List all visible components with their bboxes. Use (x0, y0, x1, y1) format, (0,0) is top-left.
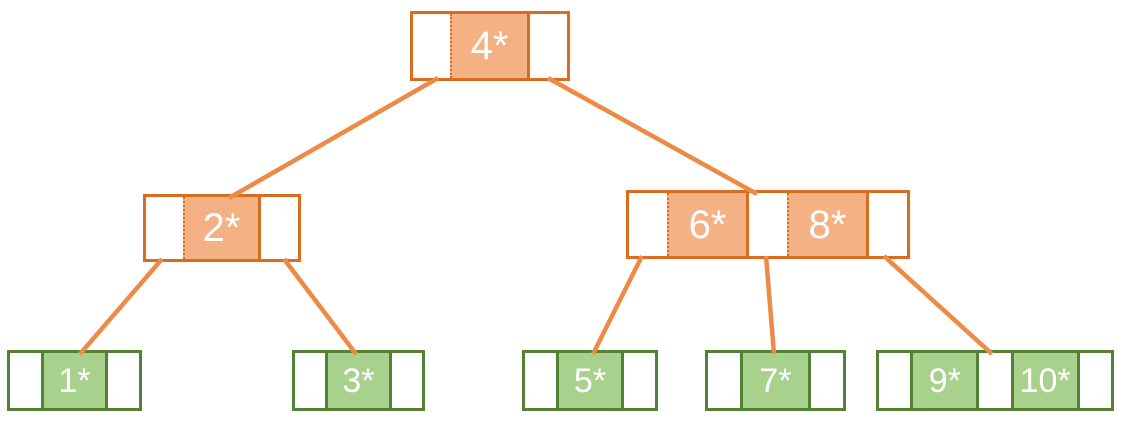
pointer-cell (530, 14, 567, 78)
key-label: 7* (759, 361, 792, 400)
pointer-cell (869, 193, 907, 256)
tree-node-leaf5: 5* (522, 350, 658, 411)
key-cell: 3* (325, 353, 392, 408)
pointer-cell (1080, 353, 1111, 408)
key-label: 6* (688, 202, 727, 247)
key-label: 1* (58, 361, 91, 400)
key-label: 10* (1019, 361, 1071, 400)
pointer-cell (979, 353, 1010, 408)
key-cell: 1* (40, 353, 109, 408)
tree-node-leaf9_10: 9* 10* (876, 350, 1114, 411)
pointer-cell (749, 193, 787, 256)
key-label: 2* (202, 206, 241, 250)
key-label: 5* (573, 361, 607, 400)
key-cell: 5* (556, 353, 624, 408)
pointer-cell (392, 353, 422, 408)
key-cell: 2* (182, 197, 262, 259)
key-cell: 10* (1010, 353, 1080, 408)
key-label: 9* (928, 361, 961, 400)
tree-node-root: 4* (410, 11, 570, 81)
key-cell: 7* (740, 353, 811, 408)
pointer-cell (624, 353, 655, 408)
pointer-cell (708, 353, 740, 408)
key-label: 4* (470, 24, 509, 68)
pointer-cell (108, 353, 139, 408)
key-cell: 8* (787, 193, 869, 256)
tree-node-leaf7: 7* (705, 350, 846, 411)
tree-node-leaf3: 3* (292, 350, 425, 411)
pointer-cell (879, 353, 910, 408)
key-label: 3* (342, 361, 375, 400)
key-label: 8* (808, 202, 847, 247)
pointer-cell (525, 353, 556, 408)
pointer-cell (10, 353, 41, 408)
pointer-cell (261, 197, 298, 259)
tree-node-n2: 2* (143, 194, 301, 262)
pointer-cell (629, 193, 667, 256)
key-cell: 9* (910, 353, 980, 408)
key-cell: 6* (667, 193, 749, 256)
key-cell: 4* (450, 14, 530, 78)
pointer-cell (146, 197, 183, 259)
tree-node-leaf1: 1* (7, 350, 142, 411)
pointer-cell (413, 14, 450, 78)
tree-node-n68: 6* 8* (626, 190, 910, 259)
pointer-cell (295, 353, 325, 408)
pointer-cell (811, 353, 843, 408)
